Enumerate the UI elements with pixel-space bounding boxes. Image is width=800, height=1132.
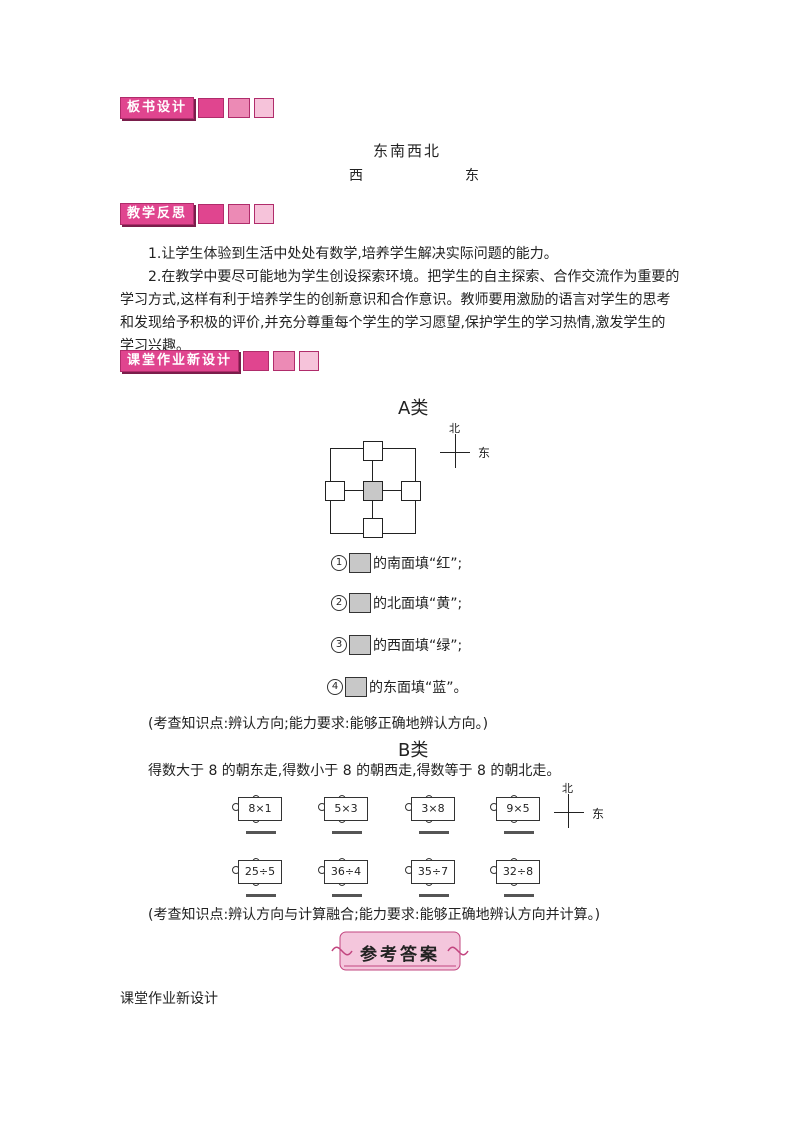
robot-legs (332, 884, 362, 897)
task-item: 3 的西面填“绿”; (331, 635, 462, 655)
section-title: 板书设计 (120, 97, 195, 119)
compass-east-label: 东 (478, 446, 491, 460)
answer-key-ornament (331, 931, 469, 971)
banner-decoration (254, 98, 275, 118)
board-east: 东 (465, 168, 479, 184)
reflection-line: 和发现给予积极的评价,并充分尊重每个学生的学习愿望,保护学生的学习热情,激发学生… (120, 315, 666, 331)
banner-decoration (228, 98, 251, 118)
robot-card: 8×1 (232, 789, 286, 834)
class-b-instruction: 得数大于 8 的朝东走,得数小于 8 的朝西走,得数等于 8 的朝北走。 (148, 763, 561, 779)
robot-card: 32÷8 (490, 852, 544, 897)
robot-legs (419, 884, 449, 897)
grey-box-icon (349, 635, 371, 655)
grid-box-center (363, 481, 383, 501)
reflection-line: 1.让学生体验到生活中处处有数学,培养学生解决实际问题的能力。 (148, 246, 558, 262)
task-item: 2 的北面填“黄”; (331, 593, 462, 613)
robot-card: 9×5 (490, 789, 544, 834)
robot-legs (504, 884, 534, 897)
banner-decoration (198, 98, 225, 118)
robot-legs (504, 821, 534, 834)
compass-north-label: 北 (449, 422, 460, 435)
banner-decoration (273, 351, 296, 371)
compass-b: 北 东 (554, 780, 614, 832)
task-number: 3 (331, 637, 347, 653)
task-text: 的东面填“蓝”。 (369, 680, 468, 696)
grid-box-east (401, 481, 421, 501)
answer-key-banner: 参考答案 (330, 928, 470, 974)
banner-decoration (299, 351, 320, 371)
reflection-line: 学习方式,这样有利于培养学生的创新意识和合作意识。教师要用激励的语言对学生的思考 (120, 292, 671, 308)
grey-box-icon (349, 593, 371, 613)
task-item: 4 的东面填“蓝”。 (327, 677, 468, 697)
task-number: 1 (331, 555, 347, 571)
answer-subtitle: 课堂作业新设计 (120, 991, 218, 1007)
class-a-title: A类 (398, 398, 429, 419)
compass-a: 北 东 (438, 420, 498, 470)
robot-legs (419, 821, 449, 834)
robot-card: 36÷4 (318, 852, 372, 897)
board-title: 东南西北 (373, 142, 442, 160)
robot-expression: 5×3 (324, 797, 368, 821)
robot-expression: 25÷5 (238, 860, 282, 884)
robot-card: 25÷5 (232, 852, 286, 897)
answer-key-title: 参考答案 (360, 945, 440, 965)
compass-east-arrow (440, 452, 470, 453)
board-west: 西 (349, 168, 363, 184)
robot-expression: 9×5 (496, 797, 540, 821)
banner-decoration (254, 204, 275, 224)
compass-east-arrow (554, 812, 584, 813)
section-banner-teaching-reflection: 教学反思 (120, 203, 275, 225)
robot-card: 3×8 (405, 789, 459, 834)
banner-decoration (228, 204, 251, 224)
compass-north-arrow (455, 434, 456, 468)
robot-card: 35÷7 (405, 852, 459, 897)
class-a-note: (考查知识点:辨认方向;能力要求:能够正确地辨认方向。) (148, 716, 489, 732)
reflection-line: 2.在教学中要尽可能地为学生创设探索环境。把学生的自主探索、合作交流作为重要的 (148, 269, 680, 285)
grid-box-north (363, 441, 383, 461)
compass-north-arrow (568, 794, 569, 828)
section-banner-board-design: 板书设计 (120, 97, 275, 119)
banner-decoration (243, 351, 270, 371)
robot-expression: 35÷7 (411, 860, 455, 884)
robot-expression: 8×1 (238, 797, 282, 821)
task-number: 2 (331, 595, 347, 611)
robot-legs (246, 884, 276, 897)
banner-decoration (198, 204, 225, 224)
robot-card: 5×3 (318, 789, 372, 834)
grey-box-icon (345, 677, 367, 697)
compass-east-label: 东 (592, 807, 605, 821)
section-banner-homework-design: 课堂作业新设计 (120, 350, 320, 372)
grey-box-icon (349, 553, 371, 573)
section-title: 教学反思 (120, 203, 195, 225)
robot-expression: 32÷8 (496, 860, 540, 884)
task-number: 4 (327, 679, 343, 695)
robot-legs (246, 821, 276, 834)
class-b-title: B类 (398, 740, 429, 761)
robot-expression: 3×8 (411, 797, 455, 821)
compass-north-label: 北 (562, 782, 573, 795)
task-text: 的北面填“黄”; (373, 596, 463, 612)
grid-box-south (363, 518, 383, 538)
task-item: 1 的南面填“红”; (331, 553, 462, 573)
robot-expression: 36÷4 (324, 860, 368, 884)
task-text: 的南面填“红”; (373, 556, 463, 572)
section-title: 课堂作业新设计 (120, 350, 240, 372)
robot-legs (332, 821, 362, 834)
class-b-note: (考查知识点:辨认方向与计算融合;能力要求:能够正确地辨认方向并计算。) (148, 907, 601, 923)
task-text: 的西面填“绿”; (373, 638, 463, 654)
grid-box-west (325, 481, 345, 501)
